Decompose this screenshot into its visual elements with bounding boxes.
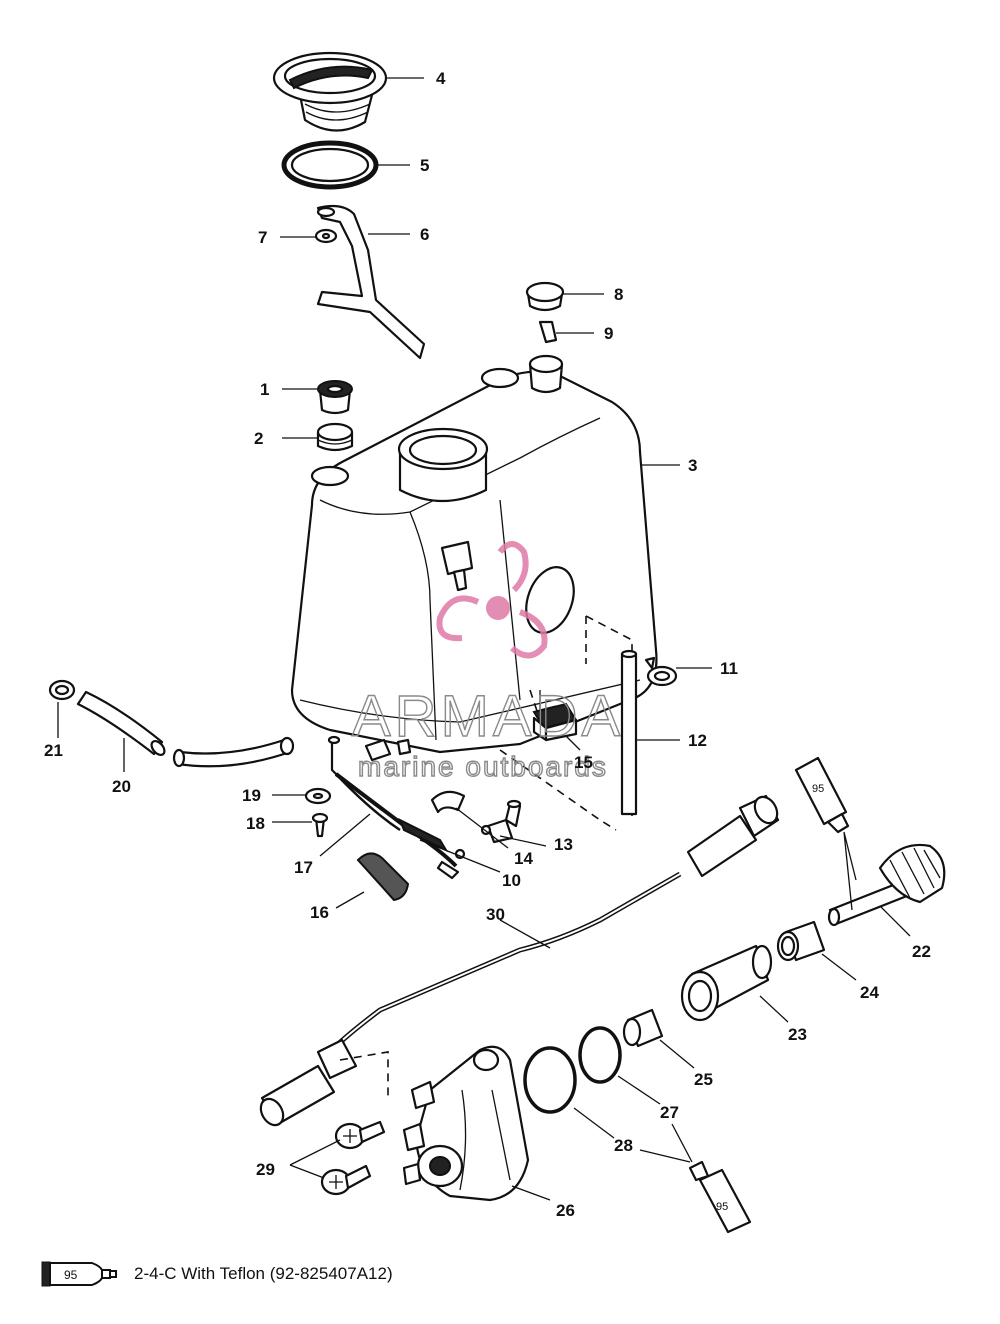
oil-line-part-30 — [259, 794, 780, 1127]
sealant-legend-text: 2-4-C With Teflon (92-825407A12) — [134, 1264, 393, 1283]
screw-part-29-lower — [320, 1164, 372, 1196]
callout-24: 24 — [860, 983, 879, 1002]
sealant-tube-lower: 95 — [671, 1123, 752, 1234]
callout-29: 29 — [256, 1160, 275, 1179]
retainer-strap-part-6 — [316, 204, 426, 360]
callout-22: 22 — [912, 942, 931, 961]
check-valve-part-9 — [538, 320, 558, 344]
sealant-tube-icon: 95 — [41, 1261, 117, 1287]
sleeve-part-16 — [356, 852, 410, 902]
callout-26: 26 — [556, 1201, 575, 1220]
hose-clamp-part-11 — [644, 656, 678, 687]
callout-18: 18 — [246, 814, 265, 833]
svg-text:95: 95 — [716, 1201, 728, 1213]
vent-cap-part-8 — [525, 281, 565, 312]
callout-6: 6 — [420, 225, 429, 244]
callout-11: 11 — [720, 659, 738, 678]
callout-4: 4 — [436, 69, 446, 88]
bushing-part-25 — [622, 1008, 664, 1048]
callout-17: 17 — [294, 858, 313, 877]
callout-30: 30 — [486, 905, 505, 924]
armada-watermark: ARMADA marine outboards — [351, 541, 624, 783]
callout-21: 21 — [44, 741, 63, 760]
callout-10: 10 — [502, 871, 521, 890]
callout-15: 15 — [574, 753, 593, 772]
callout-23: 23 — [788, 1025, 807, 1044]
callout-27: 27 — [660, 1103, 679, 1122]
hose-clamp-part-21 — [48, 679, 76, 701]
screw-part-29-upper — [334, 1120, 386, 1150]
callout-13: 13 — [554, 835, 573, 854]
callout-7: 7 — [258, 228, 267, 247]
sensor-wire-part-17 — [327, 735, 466, 880]
callout-12: 12 — [688, 731, 707, 750]
sealant-tube-upper: 95 — [794, 756, 857, 911]
svg-text:marine outboards: marine outboards — [358, 751, 608, 782]
callout-9: 9 — [604, 324, 613, 343]
svg-text:95: 95 — [812, 783, 824, 795]
washer-part-19 — [304, 787, 332, 805]
grommet-part-1 — [317, 380, 353, 415]
o-ring-part-28 — [523, 1046, 577, 1114]
callout-16: 16 — [310, 903, 329, 922]
screw-part-18 — [311, 812, 329, 838]
callout-numbers: 4 5 6 7 8 9 1 2 3 11 12 15 13 14 10 21 2… — [44, 69, 931, 1220]
grommet-part-15 — [532, 690, 578, 742]
drive-gear-part-22 — [827, 843, 946, 927]
propeller-blade-icon — [497, 541, 529, 593]
svg-text:ARMADA: ARMADA — [352, 684, 624, 749]
callout-28: 28 — [614, 1136, 633, 1155]
callout-leaders — [57, 77, 911, 1201]
callout-5: 5 — [420, 156, 429, 175]
hose-part-20 — [76, 690, 295, 768]
filler-cap-part-4 — [272, 51, 388, 132]
callout-3: 3 — [688, 456, 697, 475]
sealant-legend: 95 2-4-C With Teflon (92-825407A12) — [40, 1256, 393, 1292]
callout-19: 19 — [242, 786, 261, 805]
pickup-tube-part-12 — [620, 649, 638, 816]
callout-1: 1 — [260, 380, 269, 399]
grommet-part-2 — [316, 422, 354, 452]
svg-text:95: 95 — [64, 1268, 78, 1282]
callout-25: 25 — [694, 1070, 713, 1089]
oil-pump-part-26 — [402, 1045, 530, 1202]
callout-2: 2 — [254, 429, 263, 448]
o-ring-part-27 — [578, 1026, 622, 1084]
callout-20: 20 — [112, 777, 131, 796]
housing-part-23 — [680, 944, 773, 1022]
clip-part-14 — [430, 790, 466, 814]
oil-tank-part-3 — [290, 354, 658, 754]
callout-14: 14 — [514, 849, 533, 868]
bushing-part-24 — [776, 920, 826, 962]
callout-8: 8 — [614, 285, 623, 304]
